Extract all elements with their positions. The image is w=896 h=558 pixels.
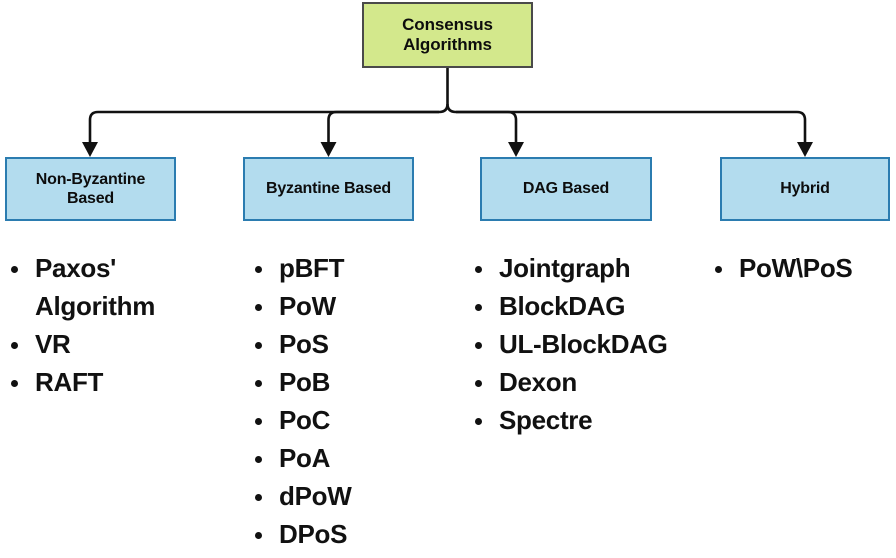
category-node-non-byzantine-based[interactable]: Non-Byzantine Based: [5, 157, 176, 221]
algorithm-list-item: Paxos' Algorithm: [4, 250, 229, 326]
stem-right-fillet: [446, 103, 457, 114]
arrowhead-2: [508, 142, 524, 157]
algorithm-list-item: PoC: [248, 402, 463, 440]
algorithm-list-item: BlockDAG: [468, 288, 700, 326]
branch-line-0: [88, 110, 439, 145]
algorithm-list-item: PoS: [248, 326, 463, 364]
algorithm-list-item: dPoW: [248, 478, 463, 516]
category-node-label: Byzantine Based: [265, 180, 392, 198]
algorithm-list-item: Spectre: [468, 402, 700, 440]
category-node-dag-based[interactable]: DAG Based: [480, 157, 652, 221]
arrowhead-3: [797, 142, 813, 157]
algorithm-list-item: Jointgraph: [468, 250, 700, 288]
arrowhead-1: [320, 142, 337, 157]
algorithm-list-hybrid: PoW\PoS: [708, 250, 896, 288]
root-node-label: Consensus Algorithms: [402, 14, 493, 54]
arrowhead-0: [82, 142, 98, 157]
algorithm-list-item: DPoS: [248, 516, 463, 554]
algorithm-list-item: PoW\PoS: [708, 250, 896, 288]
algorithm-list-item: PoW: [248, 288, 463, 326]
category-node-label: Non-Byzantine Based: [35, 170, 146, 207]
algorithm-list-item: pBFT: [248, 250, 463, 288]
branch-line-3: [456, 110, 807, 145]
algorithm-list-item: VR: [4, 326, 229, 364]
category-node-label: DAG Based: [522, 180, 610, 198]
category-node-hybrid[interactable]: Hybrid: [720, 157, 890, 221]
branch-line-2: [456, 110, 518, 145]
algorithm-list-item: RAFT: [4, 364, 229, 402]
algorithm-list-item: UL-BlockDAG: [468, 326, 700, 364]
algorithm-list-item: PoA: [248, 440, 463, 478]
category-node-byzantine-based[interactable]: Byzantine Based: [243, 157, 414, 221]
root-node-consensus-algorithms[interactable]: Consensus Algorithms: [362, 2, 533, 68]
branch-line-1: [327, 110, 439, 145]
category-node-label: Hybrid: [780, 180, 830, 198]
stem-left-fillet: [438, 68, 449, 114]
algorithm-list-item: PoB: [248, 364, 463, 402]
algorithm-list-item: Dexon: [468, 364, 700, 402]
